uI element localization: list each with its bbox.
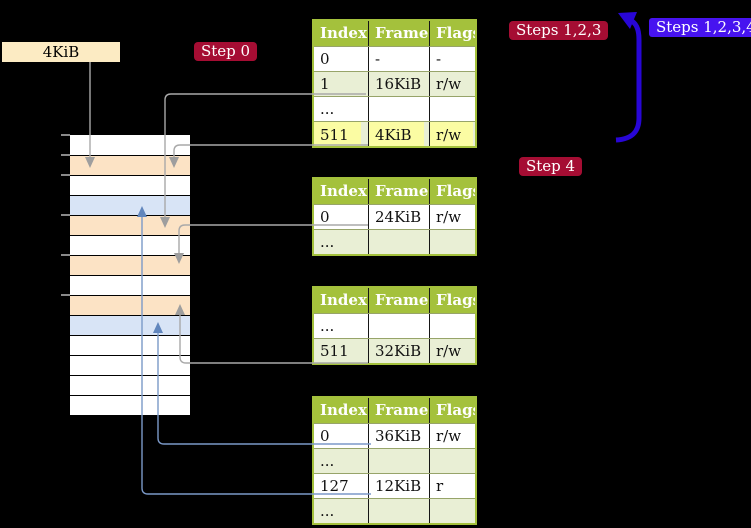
recursive-self-reference-arrow <box>615 12 642 143</box>
page-table-level-1: Index Frame Flags 0 36KiB r/w ... 127 12… <box>312 396 477 525</box>
memory-tick <box>61 254 70 256</box>
header-cell-flags: Flags <box>429 21 475 46</box>
table-header-row: Index Frame Flags <box>314 179 475 204</box>
table-row: 1 16KiB r/w <box>314 71 475 96</box>
memory-tick <box>61 154 70 156</box>
memory-tick <box>61 294 70 296</box>
table-row: ... <box>314 229 475 254</box>
memory-frame-row-white <box>70 235 190 255</box>
arrow-start-marker <box>477 136 481 146</box>
table-row: 127 12KiB r <box>314 473 475 498</box>
table-row: ... <box>314 96 475 121</box>
memory-frame-row-peach <box>70 295 190 315</box>
header-cell-frame: Frame <box>368 398 429 423</box>
table-row: ... <box>314 313 475 338</box>
memory-frame-row-white <box>70 135 190 155</box>
header-cell-index: Index <box>320 182 367 200</box>
header-cell-index: Index <box>320 24 367 42</box>
memory-frame-row-white <box>70 375 190 395</box>
header-cell-index: Index <box>320 291 367 309</box>
header-cell-flags: Flags <box>429 398 475 423</box>
memory-frame-row-white <box>70 275 190 295</box>
memory-tick <box>61 214 70 216</box>
header-cell-flags: Flags <box>429 179 475 204</box>
memory-frame-row-peach <box>70 255 190 275</box>
memory-frame-row-peach <box>70 155 190 175</box>
table-row: 0 - - <box>314 46 475 71</box>
table-row: 0 24KiB r/w <box>314 204 475 229</box>
header-cell-frame: Frame <box>368 179 429 204</box>
table-row: 511 32KiB r/w <box>314 338 475 363</box>
table-row: 0 36KiB r/w <box>314 423 475 448</box>
badge-steps-1-2-3: Steps 1,2,3 <box>509 21 609 40</box>
header-cell-flags: Flags <box>429 288 475 313</box>
memory-frame-row-peach <box>70 215 190 235</box>
memory-frame-row-blue <box>70 195 190 215</box>
physical-memory-column <box>69 134 191 416</box>
memory-frame-row-white <box>70 175 190 195</box>
memory-tick <box>61 174 70 176</box>
page-table-level-2: Index Frame Flags ... 511 32KiB r/w <box>312 286 477 365</box>
memory-frame-row-white <box>70 395 190 415</box>
memory-frame-row-white <box>70 355 190 375</box>
header-cell-frame: Frame <box>368 21 429 46</box>
badge-step-4: Step 4 <box>519 157 583 176</box>
header-cell-frame: Frame <box>368 288 429 313</box>
badge-steps-1-2-3-4: Steps 1,2,3,4 <box>649 18 751 37</box>
table-header-row: Index Frame Flags <box>314 21 475 46</box>
table-row-highlighted: 511 4KiB r/w <box>314 121 475 146</box>
table-header-row: Index Frame Flags <box>314 398 475 423</box>
frame-size-label: 4KiB <box>2 42 120 62</box>
memory-frame-row-blue <box>70 315 190 335</box>
header-cell-index: Index <box>320 401 367 419</box>
memory-frame-row-white <box>70 335 190 355</box>
memory-tick <box>61 134 70 136</box>
page-table-level-3: Index Frame Flags 0 24KiB r/w ... <box>312 177 477 256</box>
arrow-l4-entry511-to-4kib <box>169 144 368 168</box>
table-row: ... <box>314 448 475 473</box>
badge-step-0: Step 0 <box>194 42 258 61</box>
page-table-level-4: Index Frame Flags 0 - - 1 16KiB r/w ... … <box>312 19 477 148</box>
table-header-row: Index Frame Flags <box>314 288 475 313</box>
table-row: ... <box>314 498 475 523</box>
